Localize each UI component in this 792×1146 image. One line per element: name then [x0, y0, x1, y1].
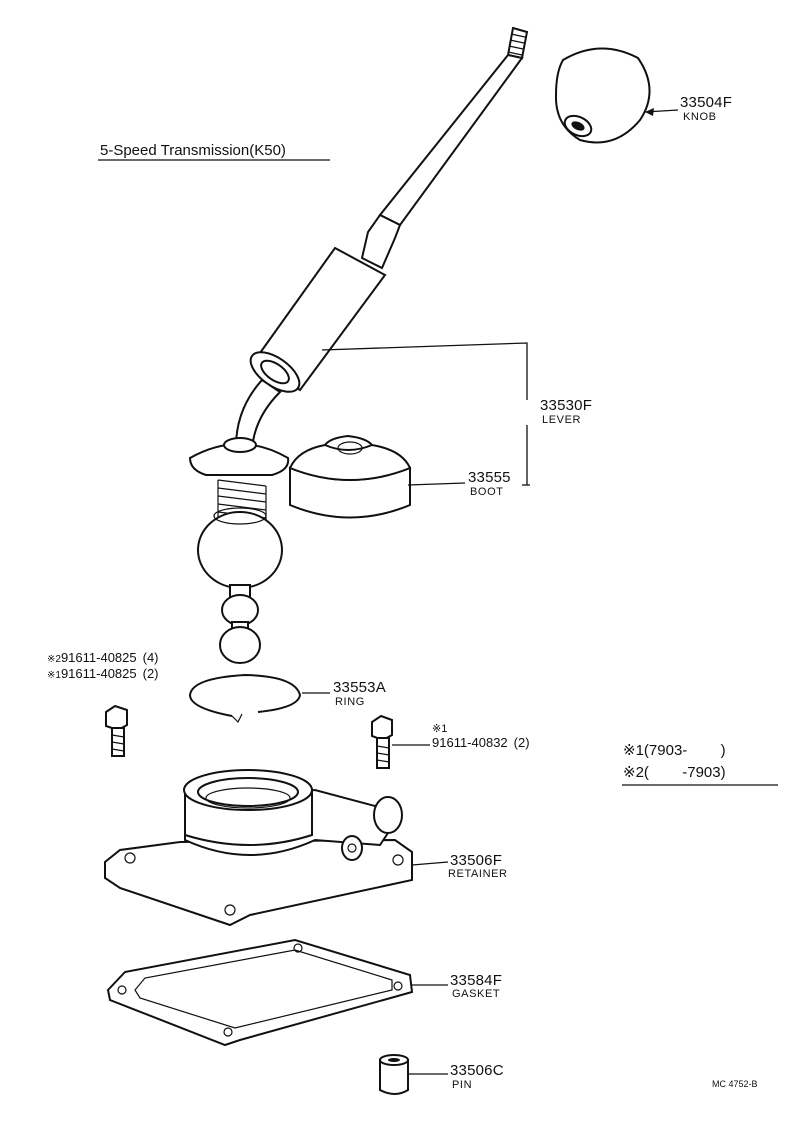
right-bolt-label: 91611-40832 (2)	[432, 735, 530, 750]
gasket-part-number: 33584F	[450, 972, 502, 989]
ring-drawing	[188, 673, 302, 724]
retainer-part-number: 33506F	[450, 852, 502, 869]
lever-part-name: LEVER	[542, 414, 581, 426]
left-bolt-label-1: ※291611-40825 (4)	[47, 650, 159, 665]
left-bolt-2-number: 91611-40825	[61, 666, 137, 681]
boot-part-number: 33555	[468, 469, 511, 486]
right-bolt-number: 91611-40832	[432, 735, 508, 750]
retainer-drawing	[104, 769, 413, 927]
drawing-code: MC 4752-B	[712, 1079, 758, 1089]
left-bolt-1-number: 91611-40825	[61, 650, 137, 665]
left-bolt-1-qty: (4)	[143, 650, 159, 665]
boot-drawing	[288, 434, 412, 519]
left-bolt-1-mark: ※2	[47, 654, 61, 665]
note-1-mark: ※1	[623, 742, 644, 759]
diagram-title: 5-Speed Transmission(K50)	[100, 142, 286, 159]
left-bolt-drawing	[105, 704, 128, 757]
note-1: ※1(7903- )	[623, 742, 726, 759]
retainer-leader	[411, 861, 449, 866]
note-2: ※2( -7903)	[623, 764, 726, 781]
right-bolt-qty: (2)	[514, 735, 530, 750]
note-2-mark: ※2	[623, 764, 644, 781]
gasket-drawing	[106, 938, 414, 1047]
lever-drawing	[188, 26, 529, 664]
pin-part-name: PIN	[452, 1079, 472, 1091]
right-bolt-drawing	[371, 714, 393, 769]
ring-part-number: 33553A	[333, 679, 386, 696]
boot-leader	[407, 482, 466, 486]
knob-part-name: KNOB	[683, 111, 717, 123]
pin-part-number: 33506C	[450, 1062, 504, 1079]
retainer-part-name: RETAINER	[448, 868, 508, 880]
right-bolt-mark: ※1	[432, 723, 447, 735]
lever-leader	[321, 342, 528, 400]
note-1-range: (7903- )	[644, 742, 726, 759]
left-bolt-2-mark: ※1	[47, 670, 61, 681]
pin-drawing	[379, 1054, 409, 1095]
left-bolt-label-2: ※191611-40825 (2)	[47, 666, 159, 681]
ring-part-name: RING	[335, 696, 365, 708]
left-bolt-2-qty: (2)	[143, 666, 159, 681]
lever-part-number: 33530F	[540, 397, 592, 414]
boot-part-name: BOOT	[470, 486, 504, 498]
gasket-part-name: GASKET	[452, 988, 500, 1000]
knob-part-number: 33504F	[680, 94, 732, 111]
note-2-range: ( -7903)	[644, 764, 726, 781]
knob-leader-arrow	[645, 108, 654, 116]
knob-drawing	[554, 47, 651, 144]
